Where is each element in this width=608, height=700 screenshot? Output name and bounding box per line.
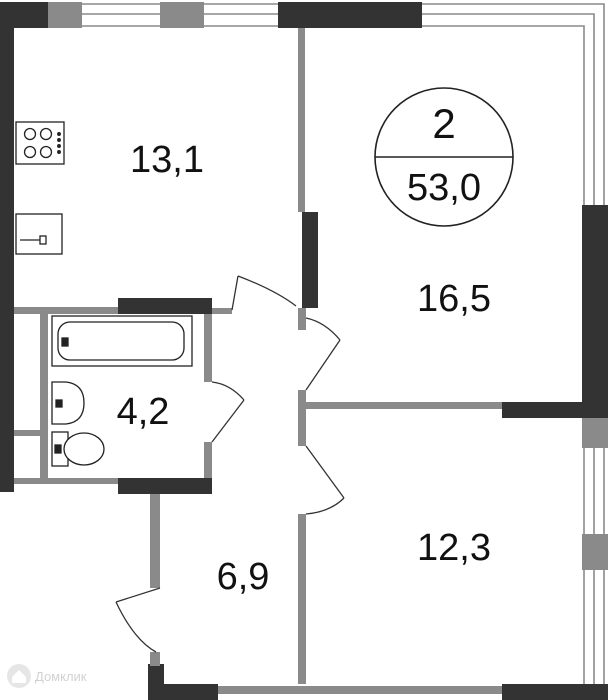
area-hallway: 6,9 <box>217 556 270 598</box>
watermark: Домклик <box>6 663 87 689</box>
rooms-count: 2 <box>432 100 455 147</box>
door-bathroom <box>211 381 245 443</box>
area-bathroom: 4,2 <box>117 391 170 433</box>
kitchen-sink-icon <box>15 213 63 255</box>
area-living-room: 12,3 <box>417 527 491 569</box>
toilet-icon <box>51 431 105 467</box>
stove-icon <box>15 121 65 165</box>
door-entrance <box>115 587 161 653</box>
door-living-room <box>305 445 345 515</box>
door-kitchen <box>231 275 297 311</box>
total-area: 53,0 <box>407 167 481 209</box>
area-kitchen: 13,1 <box>130 139 204 181</box>
walls-gray <box>14 28 502 694</box>
doors <box>115 275 345 653</box>
house-icon <box>7 664 31 688</box>
apartment-badge: 2 53,0 <box>374 87 514 227</box>
bathtub-icon <box>51 315 193 367</box>
washbasin-icon <box>51 381 85 425</box>
window-mullions <box>48 2 608 570</box>
watermark-text: Домклик <box>35 668 87 684</box>
door-bedroom <box>305 317 341 391</box>
area-bedroom: 16,5 <box>417 278 491 320</box>
